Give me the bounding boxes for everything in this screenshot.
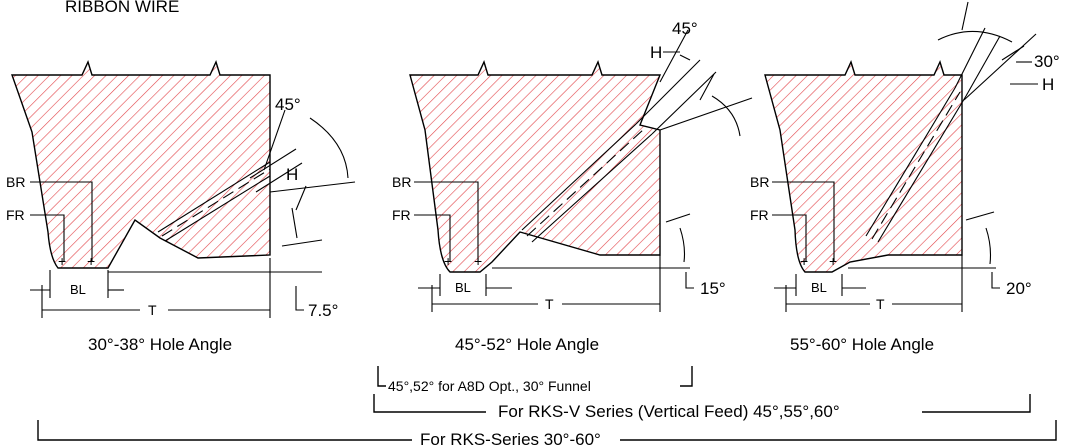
- exit-line: [651, 71, 717, 135]
- h-label: H: [1042, 75, 1054, 94]
- bottom-angle-leader: [295, 286, 304, 311]
- h-dim-line: [961, 1, 969, 31]
- exit-line: [954, 27, 986, 89]
- fr-leader: [772, 214, 807, 262]
- bottom-angle-label: 20°: [1006, 279, 1032, 298]
- wedge-body: [409, 60, 662, 273]
- wedge-body: [764, 60, 963, 273]
- angle-arc: [679, 227, 686, 263]
- hole-line: [531, 133, 653, 243]
- hole-centerline: [871, 91, 961, 240]
- panel-55-60: BR FR + + BL T 30° H 20° 55°-60° Hole An…: [750, 1, 1060, 354]
- br-label: BR: [750, 174, 769, 190]
- angle-tick: [665, 213, 691, 223]
- bracket-rks: For RKS-Series 30°-60°: [37, 420, 1057, 445]
- plus-marker: +: [87, 253, 95, 269]
- angle-arc: [309, 117, 349, 179]
- br-leader: [30, 181, 93, 262]
- plus-marker: +: [58, 253, 66, 269]
- hole-centerline: [526, 128, 645, 237]
- top-angle-label: 45°: [672, 19, 698, 38]
- br-leader: [414, 181, 479, 262]
- bracket-rks-v-label: For RKS-V Series (Vertical Feed) 45°,55°…: [498, 402, 840, 421]
- hole-line: [164, 175, 271, 242]
- hole-line: [865, 87, 956, 237]
- br-label: BR: [392, 174, 411, 190]
- fr-label: FR: [6, 207, 25, 223]
- bracket-rks-v: For RKS-V Series (Vertical Feed) 45°,55°…: [373, 394, 1031, 421]
- plus-marker: +: [800, 253, 808, 269]
- plus-marker: +: [474, 253, 482, 269]
- hole-line: [157, 161, 271, 233]
- hole-line: [521, 123, 637, 231]
- h-label: H: [286, 165, 298, 184]
- panel-45-52: BR FR + + BL T 45° H 15° 45°-52° Hole An…: [392, 19, 753, 354]
- angle-ref-line: [963, 33, 1037, 101]
- plus-marker: +: [829, 253, 837, 269]
- bracket-a8d-label: 45°,52° for A8D Opt., 30° Funnel: [388, 378, 591, 394]
- title-ribbon-wire: RIBBON WIRE: [65, 0, 179, 16]
- caption: 30°-38° Hole Angle: [88, 335, 232, 354]
- angle-arc: [937, 30, 1013, 43]
- plus-marker: +: [444, 253, 452, 269]
- bottom-angle-label: 7.5°: [308, 301, 338, 320]
- angle-ref-line: [659, 97, 753, 131]
- h-dim-line: [699, 73, 715, 101]
- br-leader: [772, 181, 835, 262]
- hole-line: [877, 95, 967, 243]
- angle-tick: [965, 211, 995, 221]
- bracket-a8d: 45°,52° for A8D Opt., 30° Funnel: [377, 366, 693, 394]
- angle-tick: [291, 207, 298, 239]
- bl-label: BL: [811, 280, 827, 295]
- h-dim-line: [295, 185, 307, 211]
- bl-label: BL: [455, 280, 471, 295]
- angle-arc: [985, 227, 992, 265]
- t-label: T: [545, 296, 554, 312]
- bl-label: BL: [70, 282, 86, 297]
- fr-leader: [30, 214, 65, 262]
- br-label: BR: [6, 174, 25, 190]
- exit-line: [255, 162, 303, 193]
- bracket-rks-label: For RKS-Series 30°-60°: [420, 430, 601, 445]
- t-label: T: [876, 296, 885, 312]
- panel-30-38: BR FR + + BL T 45° H 7.5° 30°-38° Hole A…: [6, 60, 356, 354]
- bottom-angle-label: 15°: [700, 279, 726, 298]
- angle-tick: [281, 239, 323, 247]
- top-angle-label: 30°: [1034, 52, 1060, 71]
- fr-leader: [414, 214, 451, 262]
- bottom-angle-leader: [685, 272, 694, 289]
- bottom-angle-leader: [991, 272, 1000, 289]
- t-label: T: [148, 302, 157, 318]
- h-dim-line: [263, 109, 286, 171]
- angle-arc: [711, 95, 741, 137]
- exit-line: [965, 35, 1001, 97]
- wedge-body: [11, 60, 271, 269]
- h-dim-line: [659, 29, 689, 83]
- h-dim-line: [679, 54, 691, 61]
- exit-line: [635, 59, 701, 125]
- caption: 55°-60° Hole Angle: [790, 335, 934, 354]
- fr-label: FR: [750, 207, 769, 223]
- caption: 45°-52° Hole Angle: [455, 335, 599, 354]
- top-angle-label: 45°: [275, 95, 301, 114]
- fr-label: FR: [392, 207, 411, 223]
- exit-line: [249, 148, 297, 179]
- angle-ref-line: [269, 181, 356, 193]
- hole-centerline: [161, 168, 271, 237]
- h-label: H: [650, 43, 662, 62]
